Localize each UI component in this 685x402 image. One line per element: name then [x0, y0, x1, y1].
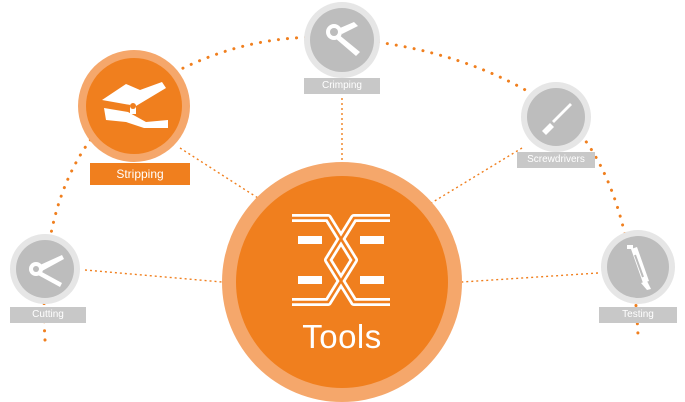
node-screwdrivers[interactable]: Screwdrivers: [515, 82, 597, 168]
cutting-label: Cutting: [10, 307, 86, 323]
cutting-disc: [16, 240, 74, 298]
spoke-testing: [461, 272, 599, 283]
wire-stripper-icon: [102, 82, 168, 128]
node-cutting[interactable]: Cutting: [8, 234, 86, 324]
tools-logo-icon: [292, 214, 390, 306]
stripping-label: Stripping: [90, 163, 190, 185]
testing-label: Testing: [599, 307, 677, 323]
spoke-cutting: [84, 269, 223, 283]
screwdriver-icon: [542, 103, 572, 135]
node-crimping[interactable]: Crimping: [302, 2, 382, 98]
node-testing[interactable]: Testing: [597, 230, 679, 324]
screwdrivers-disc: [527, 88, 585, 146]
spoke-screwdrivers: [427, 147, 523, 206]
crimping-disc: [310, 8, 374, 72]
hub-title: Tools: [302, 318, 382, 355]
stripping-disc: [86, 58, 182, 154]
crimping-tool-icon: [326, 22, 360, 56]
spoke-stripping: [179, 147, 259, 199]
cutter-icon: [29, 255, 64, 287]
tools-hub-button[interactable]: Tools: [222, 162, 462, 402]
crimping-label: Crimping: [304, 78, 380, 94]
tester-icon: [627, 245, 651, 290]
screwdrivers-label: Screwdrivers: [517, 152, 595, 168]
node-stripping[interactable]: Stripping: [78, 50, 190, 192]
testing-disc: [607, 236, 669, 298]
